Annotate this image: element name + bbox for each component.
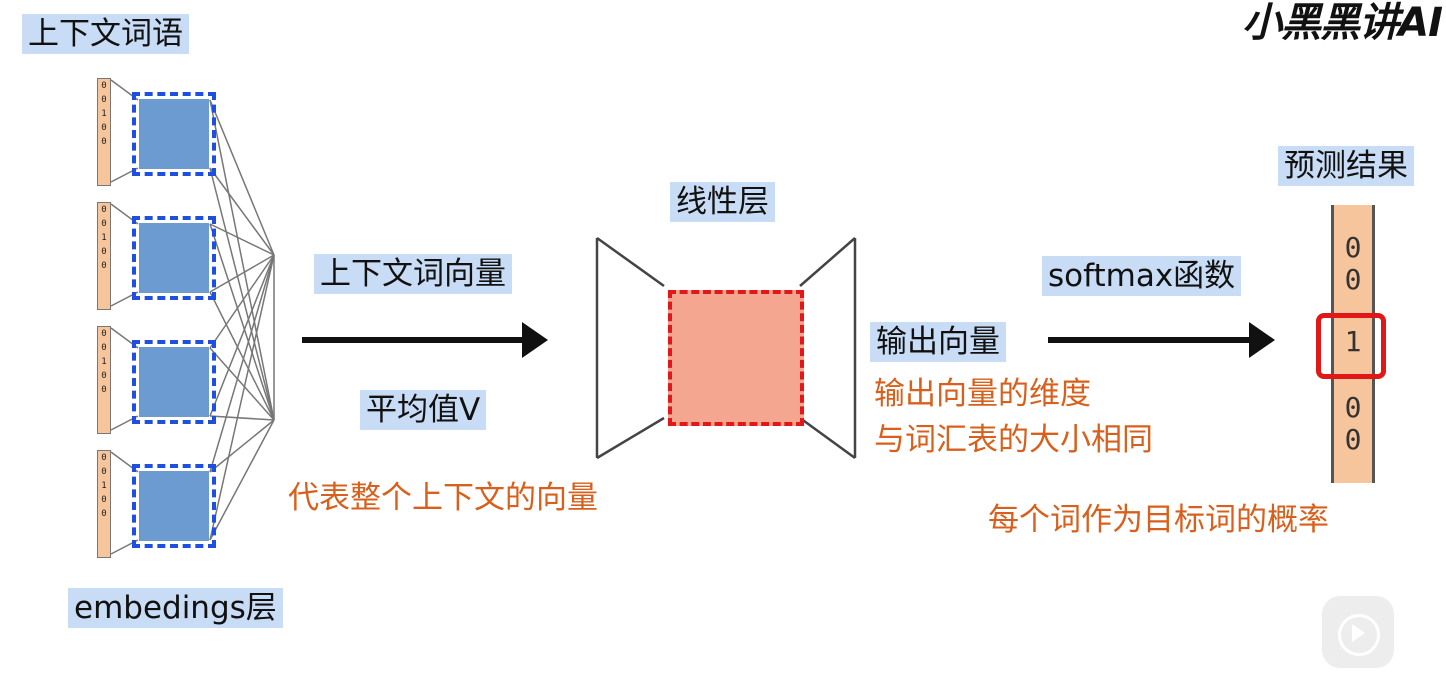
- vector-digit: 1: [101, 109, 107, 119]
- embeddings-layer-label: embedings层: [68, 588, 283, 628]
- embedding-box-4: [132, 464, 216, 548]
- probability-note: 每个词作为目标词的概率: [988, 502, 1329, 538]
- output-digit: 0: [1344, 231, 1362, 264]
- vector-digit: 0: [101, 219, 107, 229]
- output-digit: 0: [1344, 423, 1362, 456]
- output-dim-note-1: 输出向量的维度: [874, 376, 1091, 412]
- context-rep-note: 代表整个上下文的向量: [288, 480, 598, 516]
- vector-digit: 0: [101, 453, 107, 463]
- output-digit: 0: [1344, 391, 1362, 424]
- average-label: 平均值V: [360, 390, 487, 430]
- input-vector-3: 0 0 1 0 0: [97, 326, 111, 434]
- vector-digit: 1: [101, 233, 107, 243]
- linear-layer-label: 线性层: [670, 182, 775, 222]
- vector-digit: 0: [101, 495, 107, 505]
- vector-digit: 1: [101, 357, 107, 367]
- vector-digit: 0: [101, 205, 107, 215]
- vector-digit: 0: [101, 123, 107, 133]
- embedding-box-1: [132, 92, 216, 176]
- vector-digit: 0: [101, 509, 107, 519]
- vector-digit: 0: [101, 385, 107, 395]
- vector-digit: 0: [101, 247, 107, 257]
- vector-digit: 1: [101, 481, 107, 491]
- vector-digit: 0: [101, 137, 107, 147]
- vector-digit: 0: [101, 371, 107, 381]
- linear-layer-weight: [668, 290, 804, 426]
- play-icon: [1352, 624, 1365, 642]
- output-digit: 0: [1344, 263, 1362, 296]
- output-dim-note-2: 与词汇表的大小相同: [874, 422, 1153, 458]
- vector-digit: 0: [101, 343, 107, 353]
- output-probability-vector: 0 0 1 0 0: [1331, 205, 1375, 483]
- embedding-box-3: [132, 340, 216, 424]
- output-vector-label: 输出向量: [870, 322, 1006, 362]
- context-vector-label: 上下文词向量: [314, 254, 512, 294]
- softmax-label: softmax函数: [1042, 256, 1242, 296]
- vector-digit: 0: [101, 95, 107, 105]
- watermark-logo: 小黑黑讲AI: [1242, 0, 1443, 46]
- predicted-word-highlight: [1316, 313, 1386, 379]
- prediction-label: 预测结果: [1278, 146, 1414, 186]
- vector-digit: 0: [101, 329, 107, 339]
- input-vector-1: 0 0 1 0 0: [97, 78, 111, 186]
- embedding-box-2: [132, 216, 216, 300]
- play-circle-icon: [1338, 614, 1380, 656]
- vector-digit: 0: [101, 261, 107, 271]
- input-vector-2: 0 0 1 0 0: [97, 202, 111, 310]
- vector-digit: 0: [101, 467, 107, 477]
- vector-digit: 0: [101, 81, 107, 91]
- output-digit: 1: [1344, 325, 1362, 358]
- context-words-label: 上下文词语: [22, 14, 189, 54]
- play-button[interactable]: [1322, 596, 1394, 668]
- input-vector-4: 0 0 1 0 0: [97, 450, 111, 558]
